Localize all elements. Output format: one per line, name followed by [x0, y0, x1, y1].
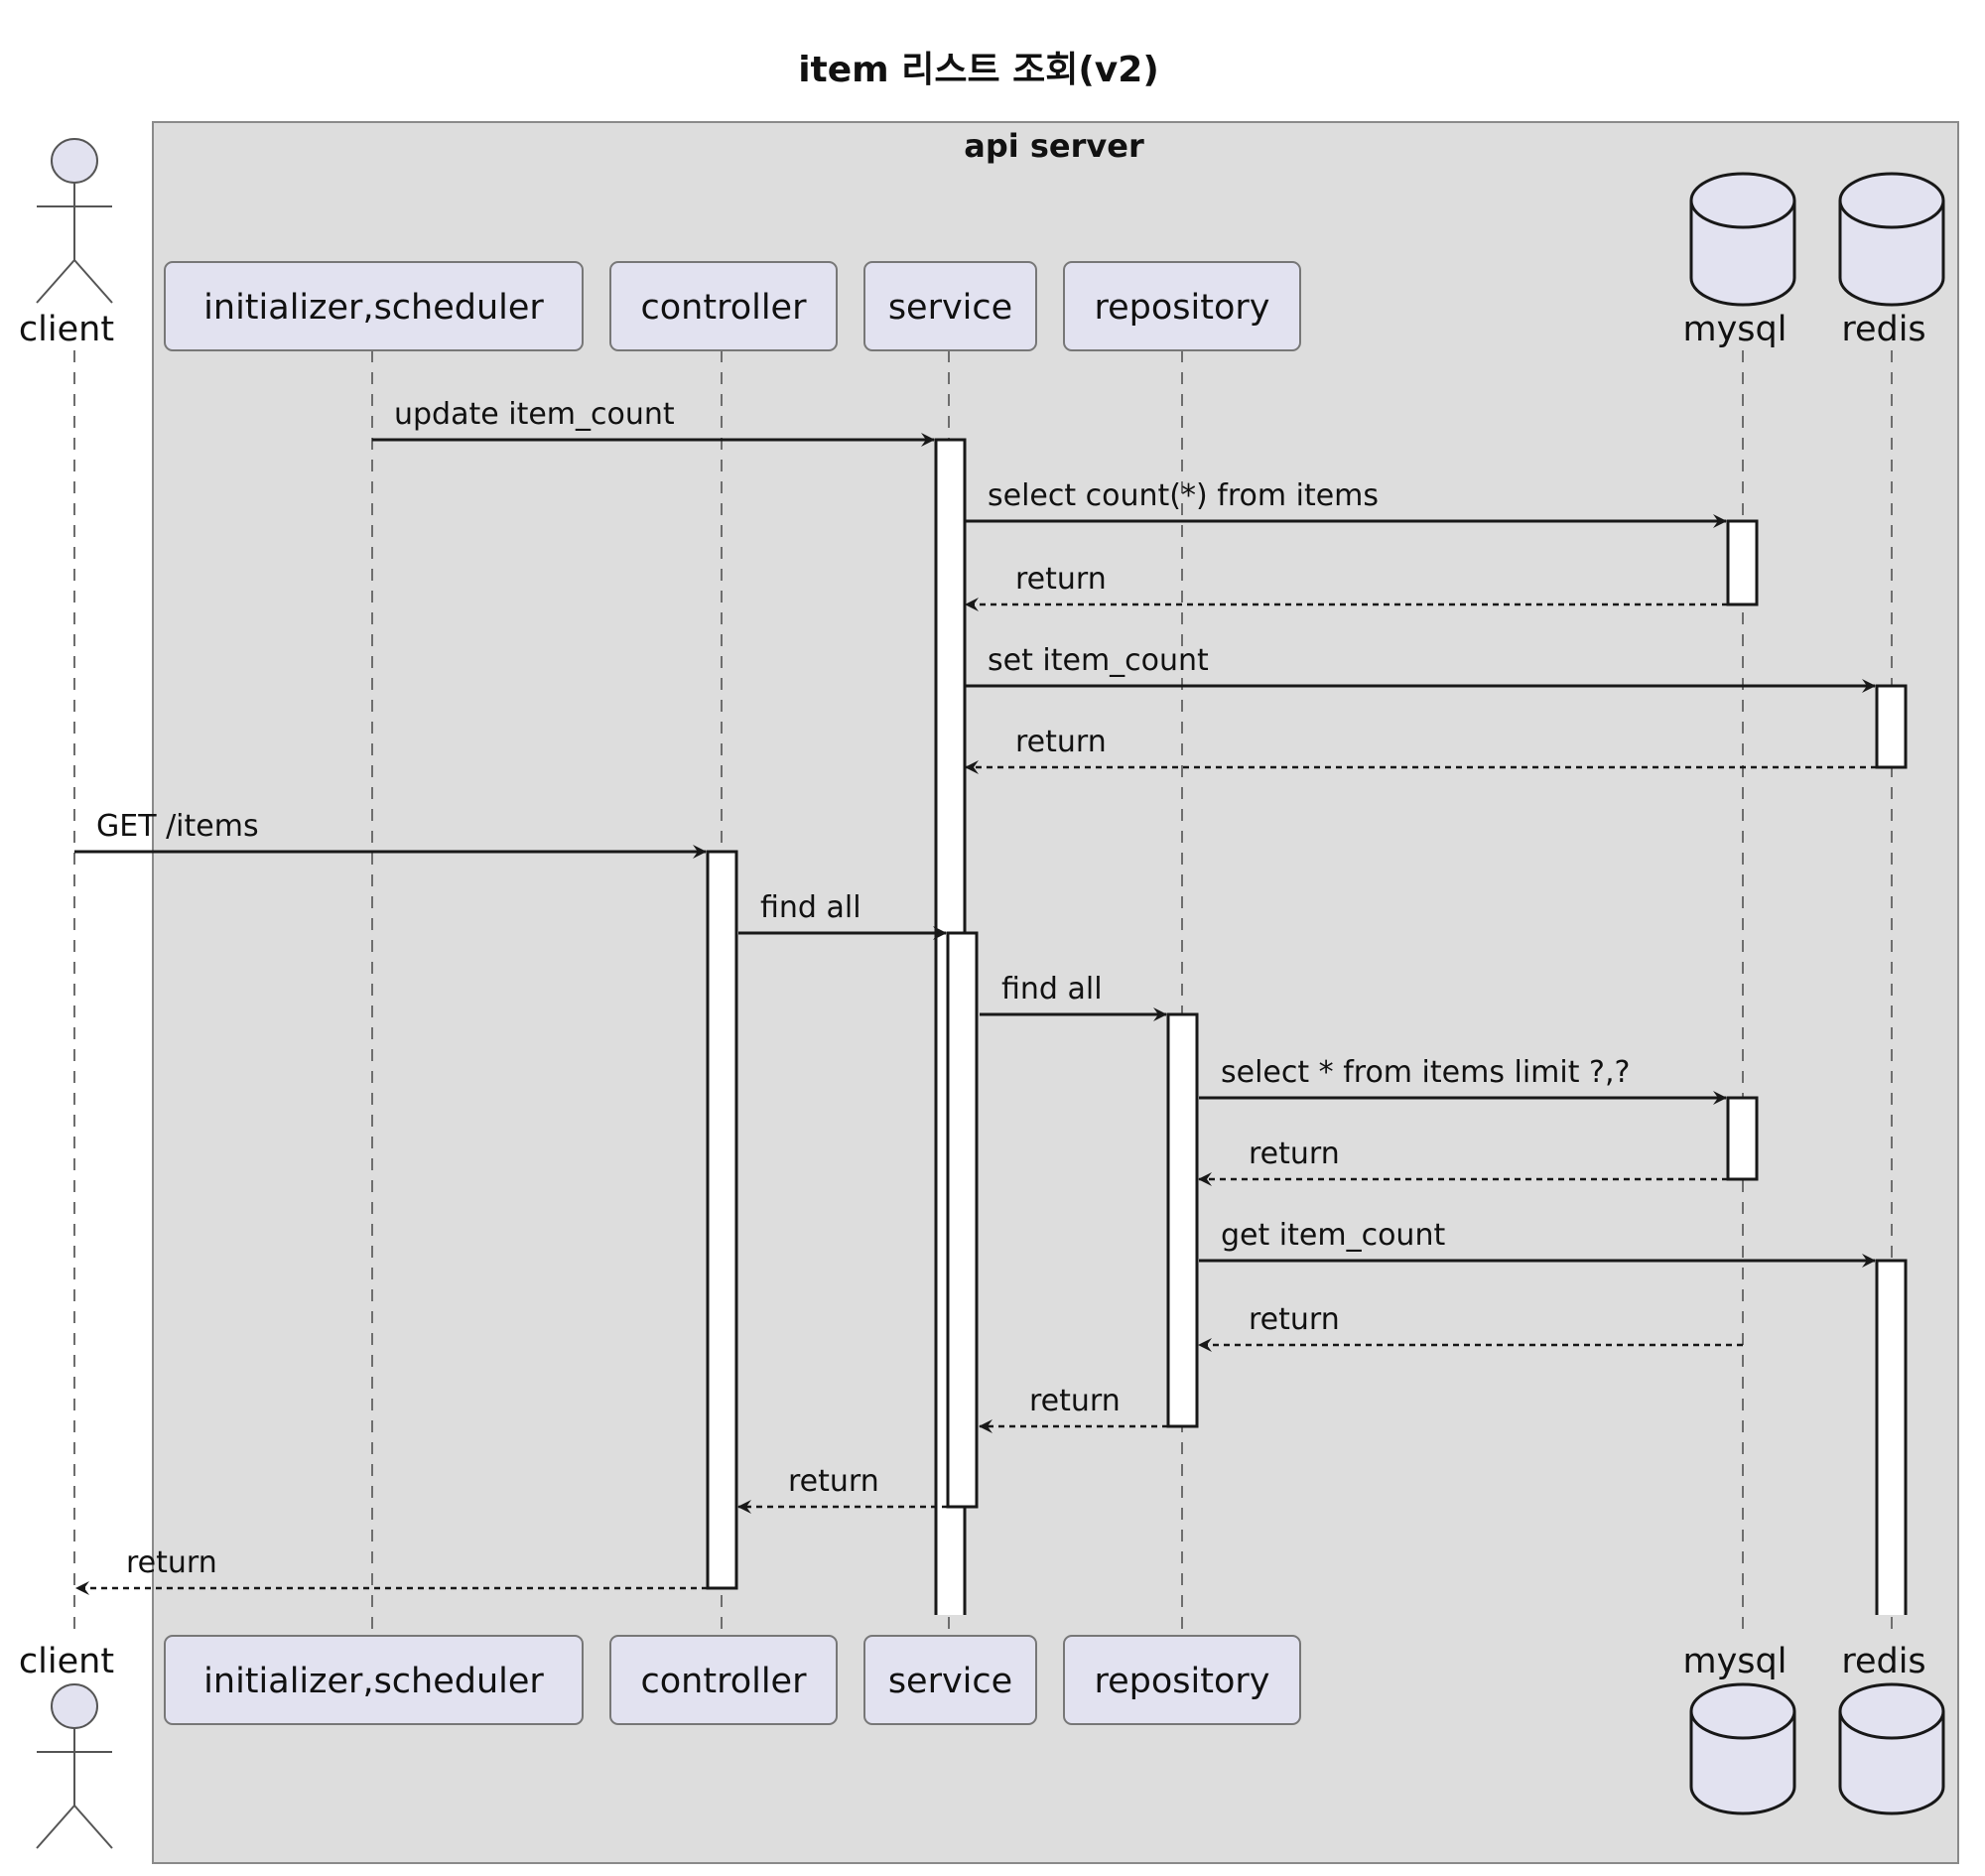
message-label: set item_count [988, 643, 1209, 678]
participant-label: controller [641, 288, 808, 328]
message-label: return [1015, 562, 1107, 597]
actor-icon [36, 1683, 113, 1849]
message-11: get item_count [1199, 1218, 1876, 1268]
participant-box [1063, 1635, 1301, 1725]
participant-controller-bottom: controller [609, 1635, 838, 1725]
message-2: select count(*) from items [966, 478, 1727, 528]
message-10: return [1198, 1137, 1728, 1186]
message-label: return [1029, 1384, 1121, 1418]
message-label: find all [1001, 972, 1103, 1006]
participant-box [863, 261, 1037, 351]
participant-label: service [888, 288, 1012, 328]
participant-label: repository [1095, 288, 1270, 328]
actor-icon [36, 138, 113, 304]
participants-top: client initializer,scheduler controller ser… [19, 138, 1945, 351]
message-13: return [979, 1384, 1168, 1433]
message-12: return [1198, 1302, 1743, 1352]
message-8: find all [980, 972, 1167, 1021]
diagram-title: item 리스트 조회(v2) [798, 50, 1159, 90]
participant-label: repository [1095, 1662, 1270, 1701]
activation-bar-redis [1875, 684, 1908, 769]
participant-controller-top: controller [609, 261, 838, 351]
participant-client-bottom: client [19, 1642, 114, 1849]
activation-bar-service [946, 931, 979, 1509]
message-14: return [737, 1464, 948, 1514]
activation-bar-repository [1166, 1012, 1199, 1428]
activation-bar-controller [706, 850, 738, 1590]
message-5: return [965, 725, 1877, 774]
message-7: find all [738, 890, 947, 940]
participant-redis-bottom: redis [1838, 1642, 1945, 1815]
participant-mysql-top: mysql [1683, 172, 1796, 349]
message-label: update item_count [394, 397, 675, 432]
api-server-box [152, 121, 1959, 1864]
message-label: return [1249, 1137, 1340, 1171]
participant-box [1063, 261, 1301, 351]
message-label: select * from items limit ?,? [1221, 1055, 1630, 1090]
message-label: GET /items [96, 809, 259, 844]
participant-label: service [888, 1662, 1012, 1701]
participant-redis-top: redis [1838, 172, 1945, 349]
activations [706, 438, 1908, 1615]
participant-repository-top: repository [1063, 261, 1301, 351]
participant-mysql-bottom: mysql [1683, 1642, 1796, 1815]
participant-service-bottom: service [863, 1635, 1037, 1725]
message-4: set item_count [966, 643, 1876, 693]
participant-repository-bottom: repository [1063, 1635, 1301, 1725]
participant-label: redis [1841, 1642, 1925, 1681]
message-label: find all [760, 890, 861, 925]
participant-init-top: initializer,scheduler [164, 261, 584, 351]
database-icon [1689, 172, 1796, 307]
activation-bar-mysql [1726, 519, 1759, 606]
participant-client-top: client [19, 138, 114, 349]
participant-box [609, 1635, 838, 1725]
participant-box [164, 1635, 584, 1725]
database-icon [1689, 1682, 1796, 1815]
message-label: return [126, 1545, 217, 1580]
database-icon [1838, 1682, 1945, 1815]
participant-label: client [19, 310, 114, 349]
participant-init-bottom: initializer,scheduler [164, 1635, 584, 1725]
participant-label: controller [641, 1662, 808, 1701]
message-label: return [1015, 725, 1107, 759]
participant-box [863, 1635, 1037, 1725]
message-label: get item_count [1221, 1218, 1445, 1253]
message-label: return [1249, 1302, 1340, 1337]
participants-bottom: client initializer,scheduler controller ser… [19, 1635, 1945, 1849]
participant-label: client [19, 1642, 114, 1681]
activation-bar-mysql [1726, 1096, 1759, 1181]
participant-label: mysql [1683, 1642, 1787, 1681]
participant-label: redis [1841, 310, 1925, 349]
database-icon [1838, 172, 1945, 307]
participant-label: initializer,scheduler [203, 288, 544, 328]
message-3: return [965, 562, 1728, 611]
message-15: return [75, 1545, 708, 1595]
message-label: select count(*) from items [988, 478, 1379, 513]
activation-bar-redis [1877, 1261, 1906, 1615]
message-9: select * from items limit ?,? [1199, 1055, 1727, 1105]
api-server-box-title: api server [964, 127, 1144, 165]
message-1: update item_count [372, 397, 935, 447]
participant-label: initializer,scheduler [203, 1662, 544, 1701]
message-label: return [788, 1464, 879, 1499]
participant-label: mysql [1683, 310, 1787, 349]
participant-box [609, 261, 838, 351]
participant-service-top: service [863, 261, 1037, 351]
participant-box [164, 261, 584, 351]
message-6: GET /items [74, 809, 707, 859]
